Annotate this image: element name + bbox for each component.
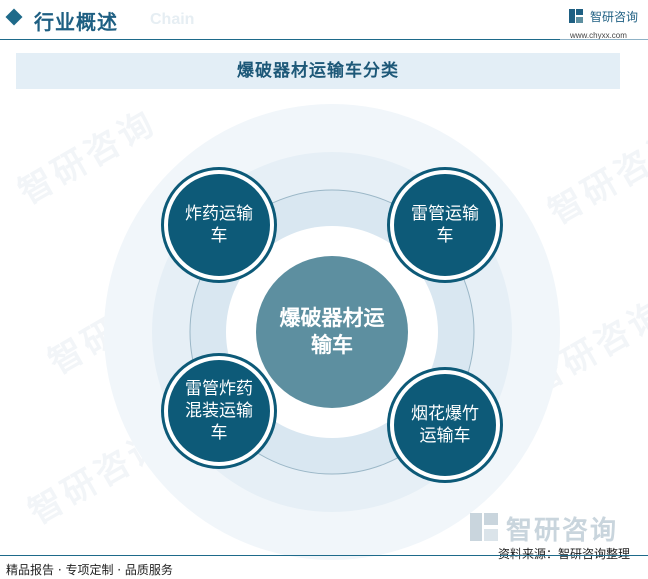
section-title: 行业概述 bbox=[34, 10, 118, 34]
brand-name: 智研咨询 bbox=[590, 10, 639, 24]
header-divider-light bbox=[560, 39, 648, 40]
node-detonator-transport: 雷管运输车 bbox=[390, 170, 500, 280]
brand-url: www.chyxx.com bbox=[570, 31, 627, 40]
node-mixed-transport: 雷管炸药混装运输车 bbox=[164, 356, 274, 466]
header: 行业概述 Chain 智研咨询 www.chyxx.com bbox=[0, 0, 648, 40]
footer-brand-watermark: 智研咨询 bbox=[506, 516, 619, 546]
section-subtitle: Chain bbox=[150, 11, 195, 28]
footer-divider bbox=[0, 555, 648, 556]
node-fireworks-transport: 烟花爆竹运输车 bbox=[390, 370, 500, 480]
header-divider bbox=[0, 39, 560, 40]
center-node: 爆破器材运输车 bbox=[256, 256, 408, 408]
footer-logo-icon bbox=[470, 513, 498, 541]
diagram-title: 爆破器材运输车分类 bbox=[16, 53, 620, 89]
source-note: 资料来源：智研咨询整理 bbox=[498, 547, 631, 561]
brand-logo-icon bbox=[569, 9, 583, 23]
ring-outline bbox=[189, 189, 475, 475]
node-explosive-transport: 炸药运输车 bbox=[164, 170, 274, 280]
footer-tagline: 精品报告 · 专项定制 · 品质服务 bbox=[6, 563, 173, 577]
